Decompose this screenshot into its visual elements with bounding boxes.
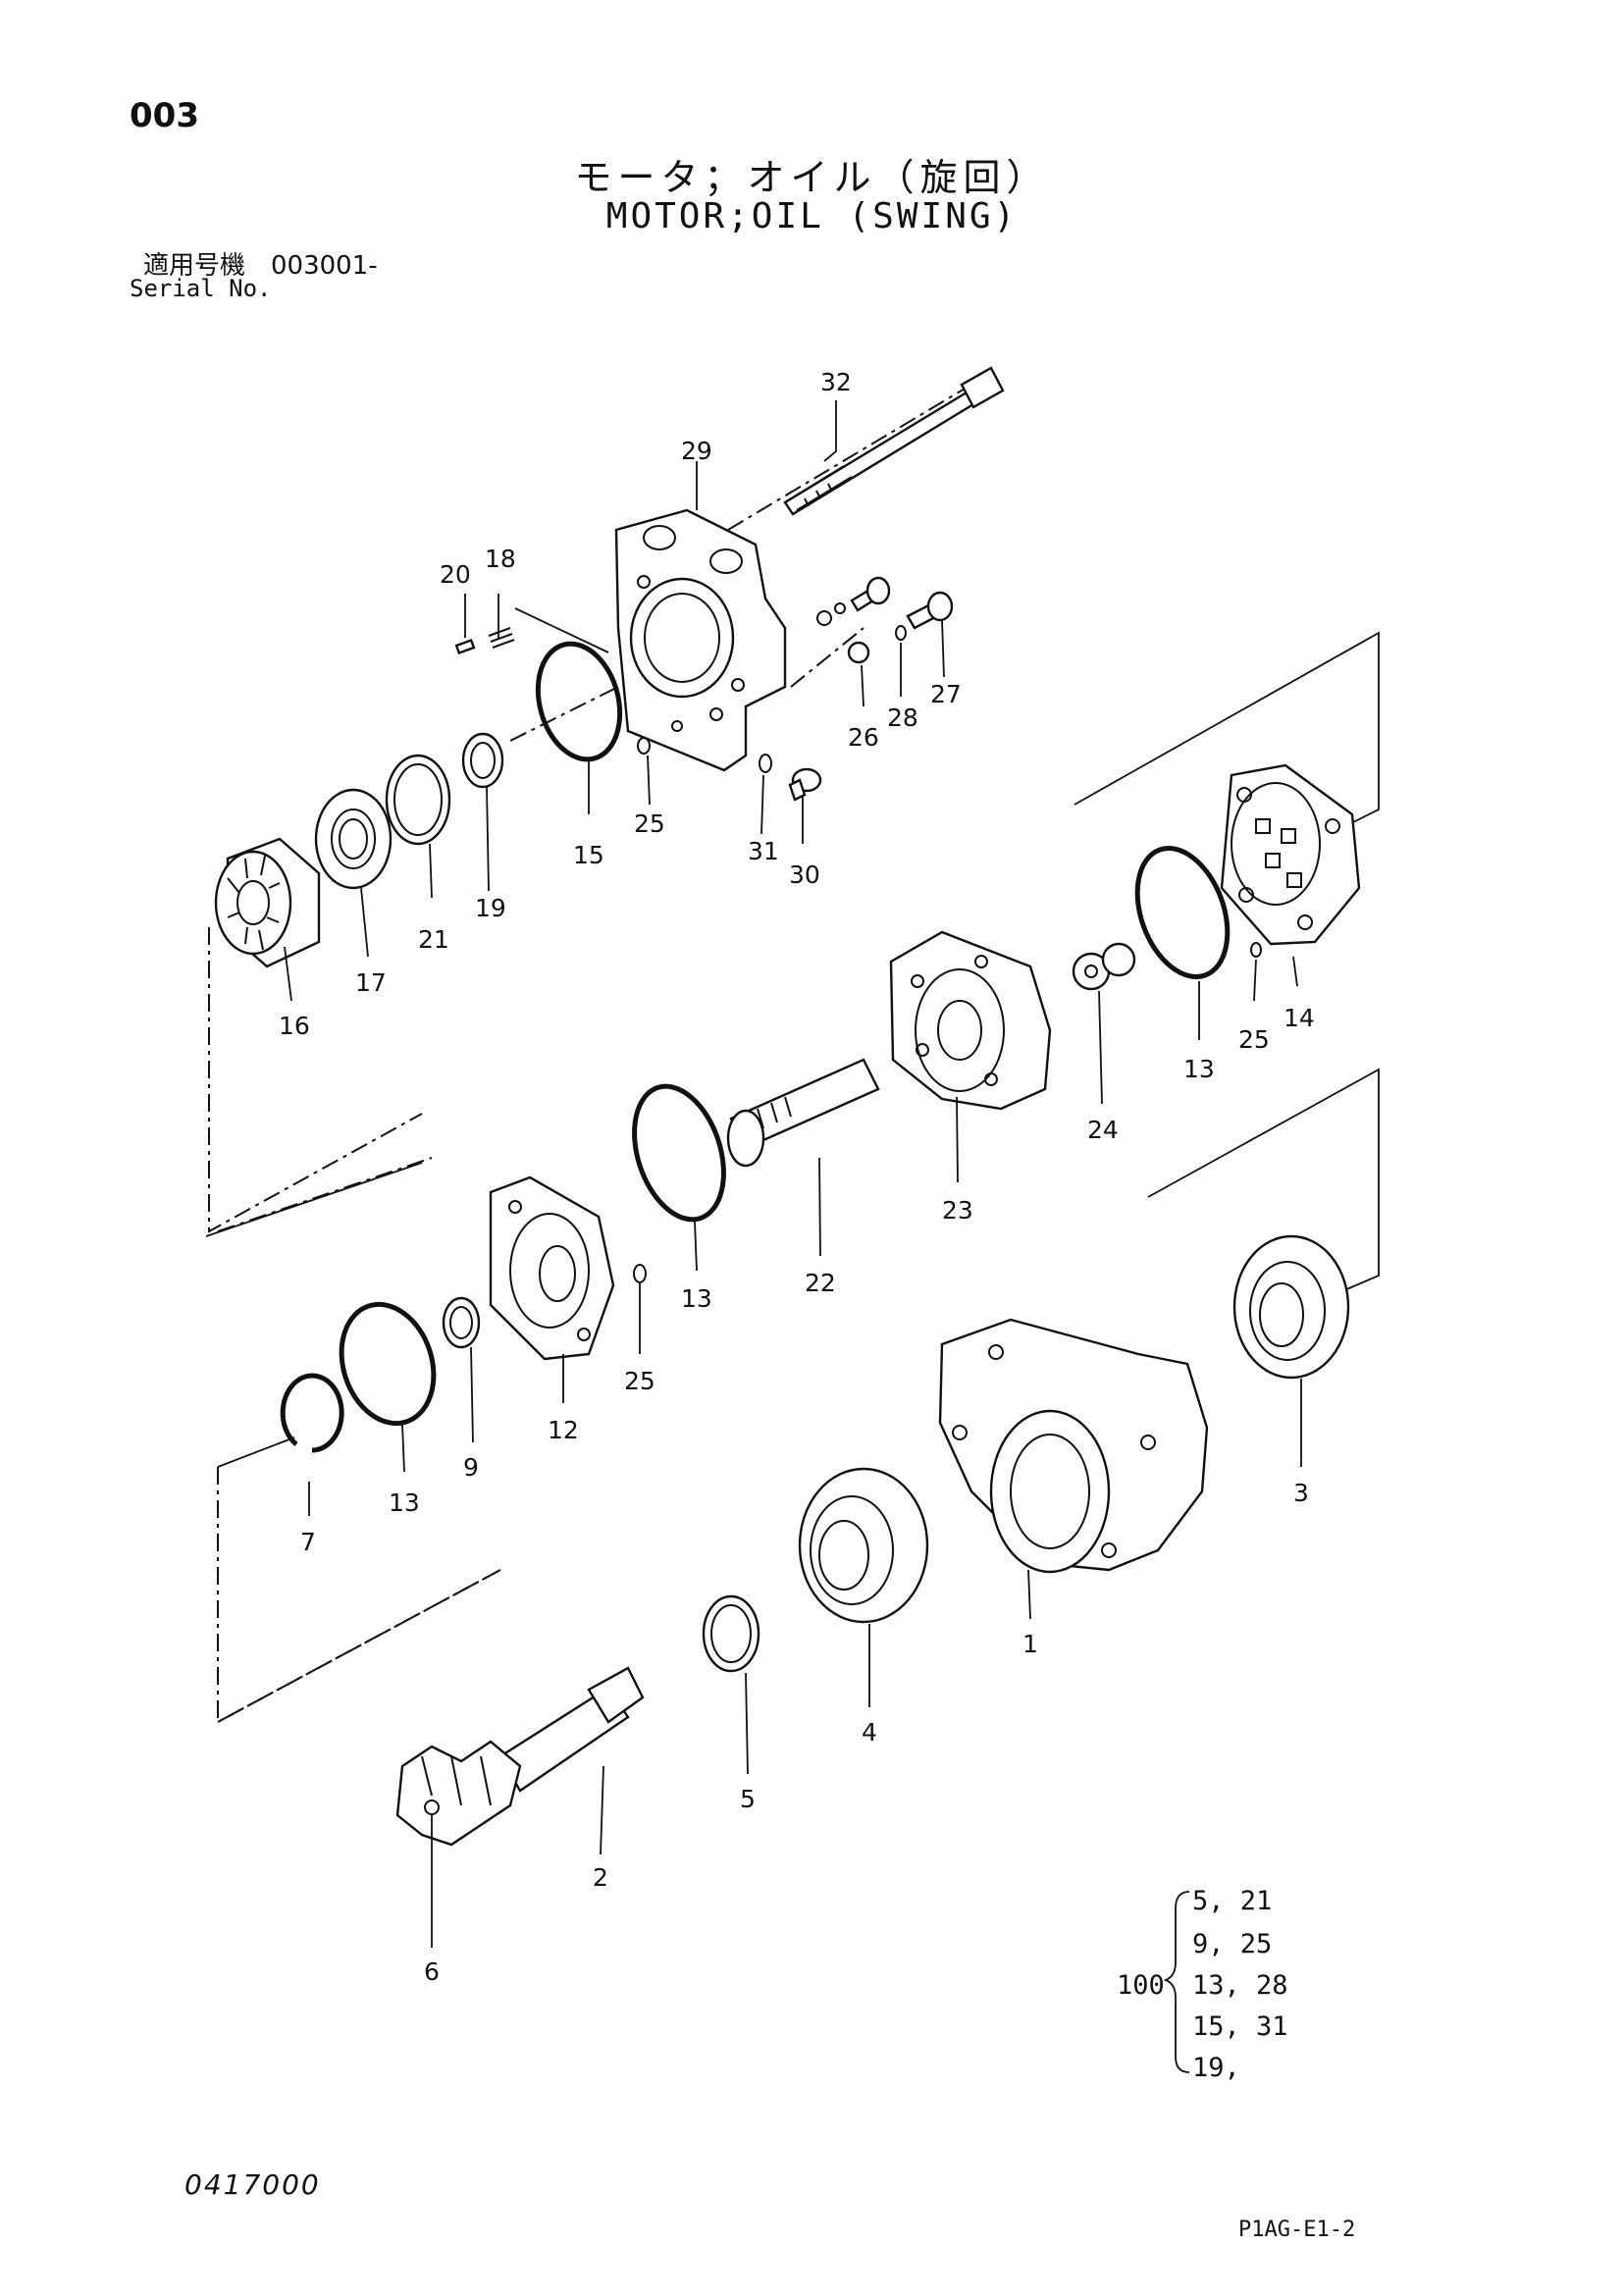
part-25-o-ring-right bbox=[1250, 942, 1262, 958]
callout-17: 17 bbox=[355, 968, 387, 997]
part-27-plug bbox=[906, 591, 954, 630]
callout-25-right: 25 bbox=[1238, 1025, 1270, 1054]
callout-4: 4 bbox=[862, 1718, 877, 1747]
part-6-pin bbox=[424, 1800, 440, 1815]
callout-15: 15 bbox=[573, 841, 604, 869]
callout-29: 29 bbox=[681, 437, 712, 465]
leader-lines bbox=[284, 400, 1302, 1948]
part-25-o-ring-top bbox=[637, 737, 651, 755]
part-13-o-ring-lower bbox=[339, 1301, 437, 1427]
callout-14: 14 bbox=[1283, 1004, 1315, 1032]
part-upper-plug bbox=[816, 576, 891, 626]
part-3-bearing bbox=[1232, 1234, 1350, 1380]
callout-22: 22 bbox=[805, 1269, 836, 1297]
callout-7: 7 bbox=[300, 1528, 316, 1556]
callout-9: 9 bbox=[463, 1453, 479, 1482]
title-english: MOTOR;OIL (SWING) bbox=[605, 196, 1019, 236]
part-26-ball bbox=[847, 641, 870, 664]
part-19-washer bbox=[461, 732, 504, 789]
seal-kit-row: 13, 28 bbox=[1192, 1970, 1288, 2001]
callout-13-lower: 13 bbox=[389, 1488, 420, 1517]
part-21-washer bbox=[385, 754, 451, 846]
part-13-o-ring-middle bbox=[632, 1083, 726, 1223]
callout-28: 28 bbox=[887, 704, 918, 732]
part-18-spring bbox=[488, 627, 515, 649]
callout-25-top: 25 bbox=[634, 809, 665, 838]
part-16-cylinder-block bbox=[214, 837, 321, 968]
document-code: 0417000 bbox=[184, 2168, 321, 2201]
seal-kit-row: 15, 31 bbox=[1192, 2011, 1288, 2042]
seal-kit-brace bbox=[1163, 1891, 1190, 2073]
callout-32: 32 bbox=[820, 368, 852, 396]
callout-18: 18 bbox=[485, 545, 516, 573]
callout-13-upper: 13 bbox=[1183, 1055, 1215, 1083]
part-22-shaft bbox=[726, 1058, 880, 1168]
part-14-end-cover bbox=[1220, 763, 1361, 946]
callout-19: 19 bbox=[475, 894, 506, 922]
part-7-snap-ring bbox=[280, 1373, 344, 1453]
callout-6: 6 bbox=[424, 1957, 440, 1986]
part-9-washer bbox=[442, 1296, 481, 1349]
callout-labels: 32 29 20 18 15 25 19 21 17 16 31 30 26 2… bbox=[279, 368, 1315, 1986]
part-12-flange bbox=[489, 1175, 615, 1361]
callout-13-middle: 13 bbox=[681, 1284, 712, 1313]
part-13-o-ring-upper bbox=[1134, 846, 1231, 979]
serial-number-label: Serial No. bbox=[130, 275, 272, 302]
page-number: 003 bbox=[130, 96, 199, 135]
seal-kit-row: 5, 21 bbox=[1192, 1886, 1273, 1916]
part-20-plunger bbox=[454, 638, 476, 655]
callout-5: 5 bbox=[740, 1785, 756, 1813]
part-23-gear-housing bbox=[889, 930, 1052, 1111]
part-32-bolt bbox=[783, 366, 1005, 516]
callout-30: 30 bbox=[789, 861, 820, 889]
callout-1: 1 bbox=[1022, 1630, 1038, 1658]
callout-26: 26 bbox=[848, 723, 879, 752]
assembly-lines bbox=[205, 372, 1380, 1724]
callout-24: 24 bbox=[1087, 1116, 1119, 1144]
part-2-pinion-shaft bbox=[395, 1666, 645, 1847]
title-japanese: モータ；オイル（旋回） bbox=[574, 156, 1050, 199]
seal-kit-number: 100 bbox=[1117, 1970, 1165, 2001]
callout-25-middle: 25 bbox=[624, 1367, 655, 1395]
callout-23: 23 bbox=[942, 1196, 973, 1225]
callout-20: 20 bbox=[440, 560, 471, 589]
sheet-code: P1AG-E1-2 bbox=[1238, 2218, 1356, 2242]
part-1-casing bbox=[938, 1318, 1209, 1574]
part-15-o-ring bbox=[535, 641, 623, 762]
callout-16: 16 bbox=[279, 1012, 310, 1040]
callout-21: 21 bbox=[418, 925, 449, 954]
seal-kit-row: 19, bbox=[1192, 2053, 1240, 2083]
part-24-gear bbox=[1072, 942, 1136, 991]
callout-31: 31 bbox=[748, 837, 779, 865]
callout-2: 2 bbox=[593, 1863, 608, 1892]
part-17-bearing bbox=[314, 788, 393, 890]
callout-27: 27 bbox=[930, 680, 962, 708]
callout-12: 12 bbox=[548, 1416, 579, 1444]
part-28-o-ring bbox=[895, 625, 907, 641]
serial-japanese-label: 適用号機 003001- bbox=[143, 251, 378, 281]
part-29-housing bbox=[614, 508, 787, 772]
part-31-o-ring bbox=[759, 754, 772, 773]
part-25-o-ring-middle bbox=[633, 1264, 647, 1283]
part-4-bearing bbox=[798, 1467, 929, 1624]
part-30-plug bbox=[788, 767, 822, 802]
seal-kit-row: 9, 25 bbox=[1192, 1929, 1273, 1959]
callout-3: 3 bbox=[1293, 1479, 1309, 1507]
